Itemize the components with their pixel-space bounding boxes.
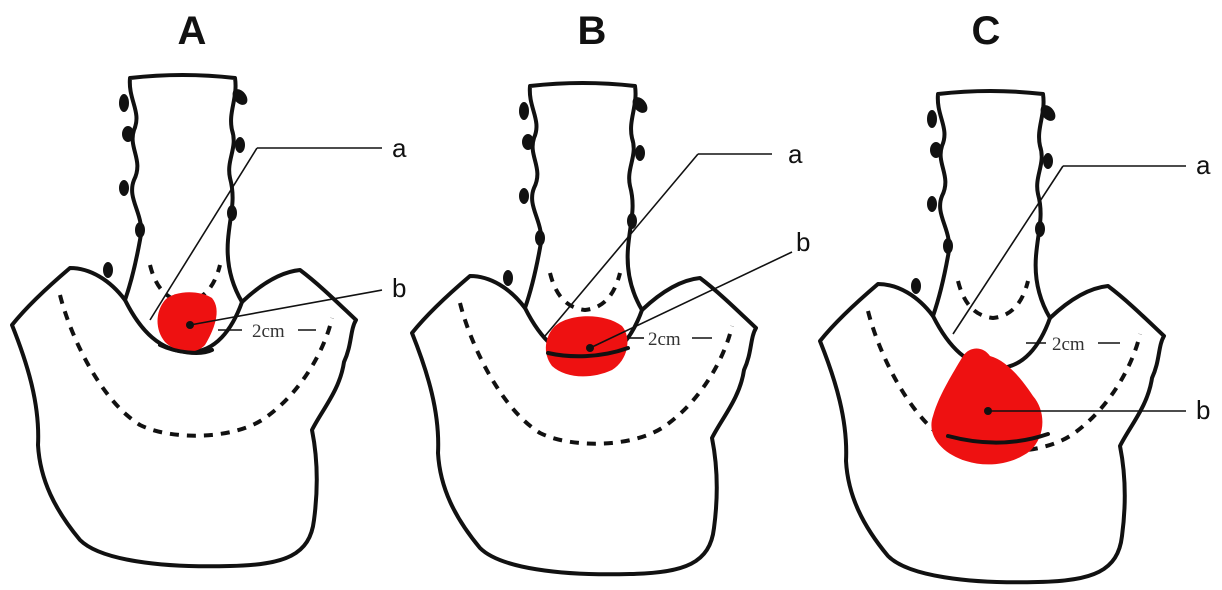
region-label-a: a	[788, 139, 803, 169]
panel-label: A	[178, 9, 207, 53]
panel-a: A a b 2cm	[12, 9, 407, 566]
lesion	[931, 349, 1042, 465]
region-label-a: a	[1196, 150, 1211, 180]
panel-b: B a b 2cm	[412, 9, 810, 574]
region-label-b: b	[1196, 395, 1210, 425]
leader-line-b	[590, 252, 792, 348]
panel-label: C	[972, 9, 1001, 53]
region-label-a: a	[392, 133, 407, 163]
panel-c: C a b 2cm	[820, 9, 1211, 582]
region-label-b: b	[796, 227, 810, 257]
panel-label: B	[578, 9, 607, 53]
leader-line-a	[545, 154, 698, 336]
region-label-b: b	[392, 273, 406, 303]
distance-label: 2cm	[1052, 334, 1085, 355]
distance-label: 2cm	[648, 329, 681, 350]
distance-label: 2cm	[252, 321, 285, 342]
anatomy-outline	[820, 91, 1164, 582]
